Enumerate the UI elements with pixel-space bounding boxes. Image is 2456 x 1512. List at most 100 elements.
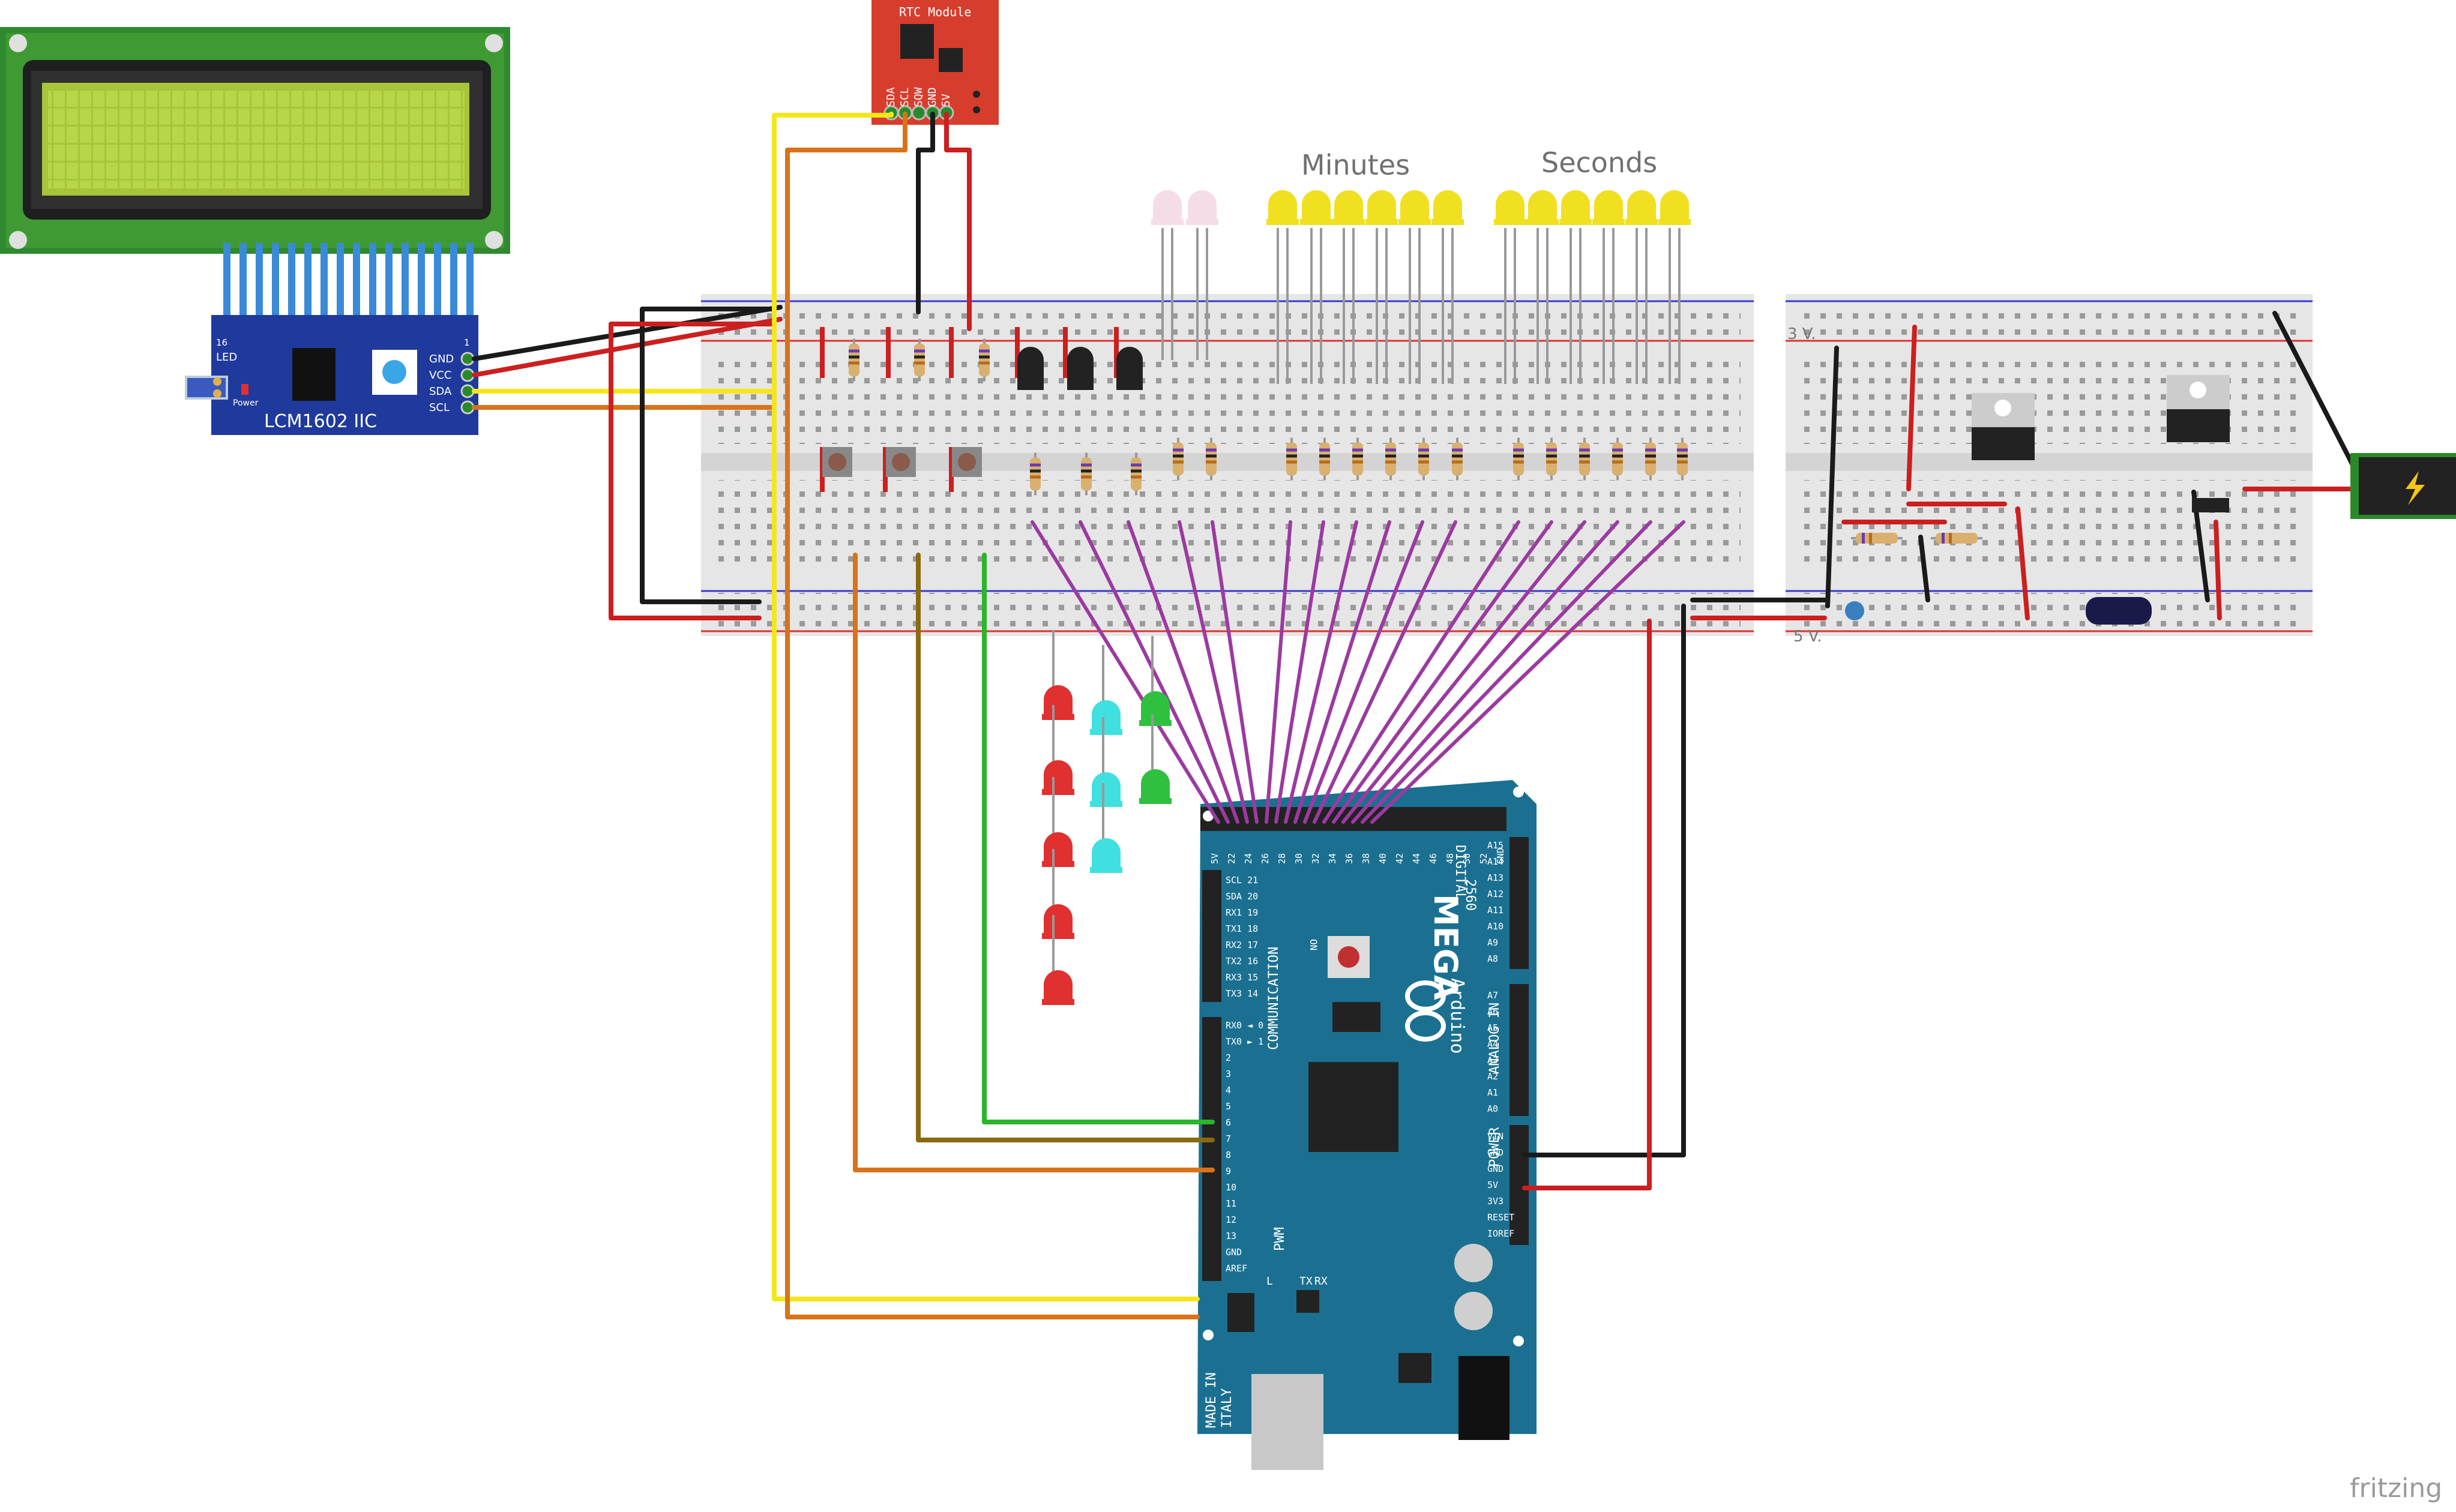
arduino-on-label: ON [1308, 939, 1319, 951]
arduino-communication-label: COMMUNICATION [1266, 946, 1281, 1050]
led-signal-wire [1313, 520, 1457, 824]
arduino-analog-pin-label: A7 [1487, 990, 1499, 1001]
led-signal-wire [1361, 520, 1652, 824]
led [1186, 190, 1218, 225]
led-signal-wire [1293, 520, 1391, 824]
arduino-top-pin-label: 50 [1461, 853, 1472, 864]
resistor [1931, 533, 1982, 544]
arduino-infinity-logo [1405, 980, 1446, 1042]
voltage-regulators [1972, 375, 2230, 460]
minutes-label: Minutes [1301, 149, 1410, 181]
fritzing-watermark: fritzing [2350, 1473, 2443, 1504]
lcd-pin [256, 243, 263, 318]
arduino-pwm-pin-label: 12 [1226, 1214, 1237, 1225]
resistor [979, 338, 990, 382]
arduino-analog-pin-label: A13 [1487, 872, 1504, 883]
led [1139, 769, 1172, 804]
rtc-pin-gnd: GND [926, 87, 939, 107]
arduino-pwm-pin-label: 13 [1226, 1231, 1237, 1241]
arduino-analog-pin-label: A5 [1487, 1022, 1499, 1033]
resistor [1513, 437, 1524, 481]
arduino-top-pin-label: 44 [1411, 853, 1422, 864]
rtc-pin-5v: 5V [940, 94, 953, 107]
led [1398, 190, 1431, 225]
arduino-pwm-label: PWM [1272, 1227, 1287, 1251]
lcd-pin [304, 243, 312, 318]
led-signal-wire [1274, 520, 1325, 824]
led-signal-wire [1265, 520, 1292, 824]
arduino-analog-pin-label: A15 [1487, 840, 1504, 851]
led [1042, 904, 1074, 939]
arduino-comm-pin-label: RX3 15 [1226, 972, 1259, 983]
i2c-pin1-label: 1 [464, 337, 470, 348]
rtc-module [871, 0, 999, 125]
dc-power-jack [2350, 453, 2456, 519]
arduino-comm-pin-label: TX3 14 [1226, 988, 1259, 999]
arduino-top-pin-label: 38 [1361, 853, 1371, 864]
arduino-comm-pin-label: TX2 16 [1226, 956, 1259, 967]
resistor [1319, 437, 1330, 481]
arduino-analog-pin-label: A6 [1487, 1006, 1499, 1017]
led [1559, 190, 1592, 225]
arduino-power-pin-label: RESET [1487, 1212, 1515, 1223]
rtc-module-title: RTC Module [899, 5, 972, 19]
arduino-pwm-pin-label: AREF [1226, 1263, 1248, 1274]
arduino-tx-label: TX [1299, 1275, 1313, 1288]
led [1332, 190, 1365, 225]
rail-5v-label: 5 V. [1793, 628, 1822, 646]
resistor [1546, 437, 1557, 481]
led [1151, 190, 1184, 225]
arduino-pwm-pin-label: 11 [1226, 1198, 1237, 1209]
led-signal-wire [1127, 520, 1239, 824]
rtc-pin-sqw: SQW [912, 87, 925, 107]
lcd-pin [385, 243, 393, 318]
led-signal-wire [1370, 520, 1685, 824]
rtc-pin-sda: SDA [885, 87, 897, 107]
rail-3v-label: 3 V. [1787, 325, 1816, 343]
power-breadboard [1786, 294, 2313, 636]
lcd-pin [353, 243, 360, 318]
arduino-pwm-pin-label: 2 [1226, 1052, 1232, 1063]
arduino-top-pin-label: 32 [1310, 853, 1321, 864]
resistor [1677, 437, 1688, 481]
led-signal-wire [1211, 520, 1259, 824]
resistor [1173, 437, 1184, 481]
led [1090, 700, 1122, 735]
lcd-pin [369, 243, 376, 318]
resistor [1579, 437, 1590, 481]
led [1090, 772, 1122, 807]
arduino-analog-pin-label: A12 [1487, 889, 1504, 899]
led [1592, 190, 1625, 225]
led [1365, 190, 1398, 225]
lcd-pin [402, 243, 409, 318]
arduino-brand: Arduino [1446, 978, 1467, 1054]
resistor [1851, 533, 1903, 544]
seconds-label: Seconds [1541, 146, 1658, 179]
arduino-made-in-label: MADE IN [1204, 1372, 1219, 1428]
led [1266, 190, 1299, 225]
lcd-pin [466, 243, 474, 318]
arduino-pwm-pin-label: GND [1226, 1247, 1242, 1258]
i2c-module-name: LCM1602 IIC [264, 411, 378, 432]
arduino-power-pin-label: IOREF [1487, 1228, 1515, 1239]
led [1090, 838, 1122, 873]
arduino-analog-pin-label: A9 [1487, 937, 1499, 948]
resistor [1352, 437, 1363, 481]
resistor [1645, 437, 1656, 481]
arduino-top-pin-label: 40 [1377, 853, 1388, 864]
led-signal-wire [1303, 520, 1424, 824]
arduino-power-pin-label: GND [1487, 1163, 1504, 1174]
arduino-top-pin-label: 5V [1209, 853, 1220, 864]
arduino-pwm-pin-label: 5 [1226, 1101, 1232, 1112]
arduino-analog-pin-label: A14 [1487, 856, 1504, 867]
led [1526, 190, 1559, 225]
arduino-comm-pin-label: RX1 19 [1226, 907, 1259, 918]
arduino-top-pin-label: GND [1495, 847, 1506, 864]
i2c-pin-scl: SCL [429, 401, 450, 414]
arduino-analog-pin-label: A0 [1487, 1103, 1499, 1114]
resistor [1612, 437, 1623, 481]
arduino-pwm-pin-label: 3 [1226, 1069, 1232, 1079]
led [1139, 691, 1172, 726]
arduino-analog-pin-label: A4 [1487, 1039, 1499, 1049]
arduino-top-pin-label: 22 [1226, 853, 1237, 864]
